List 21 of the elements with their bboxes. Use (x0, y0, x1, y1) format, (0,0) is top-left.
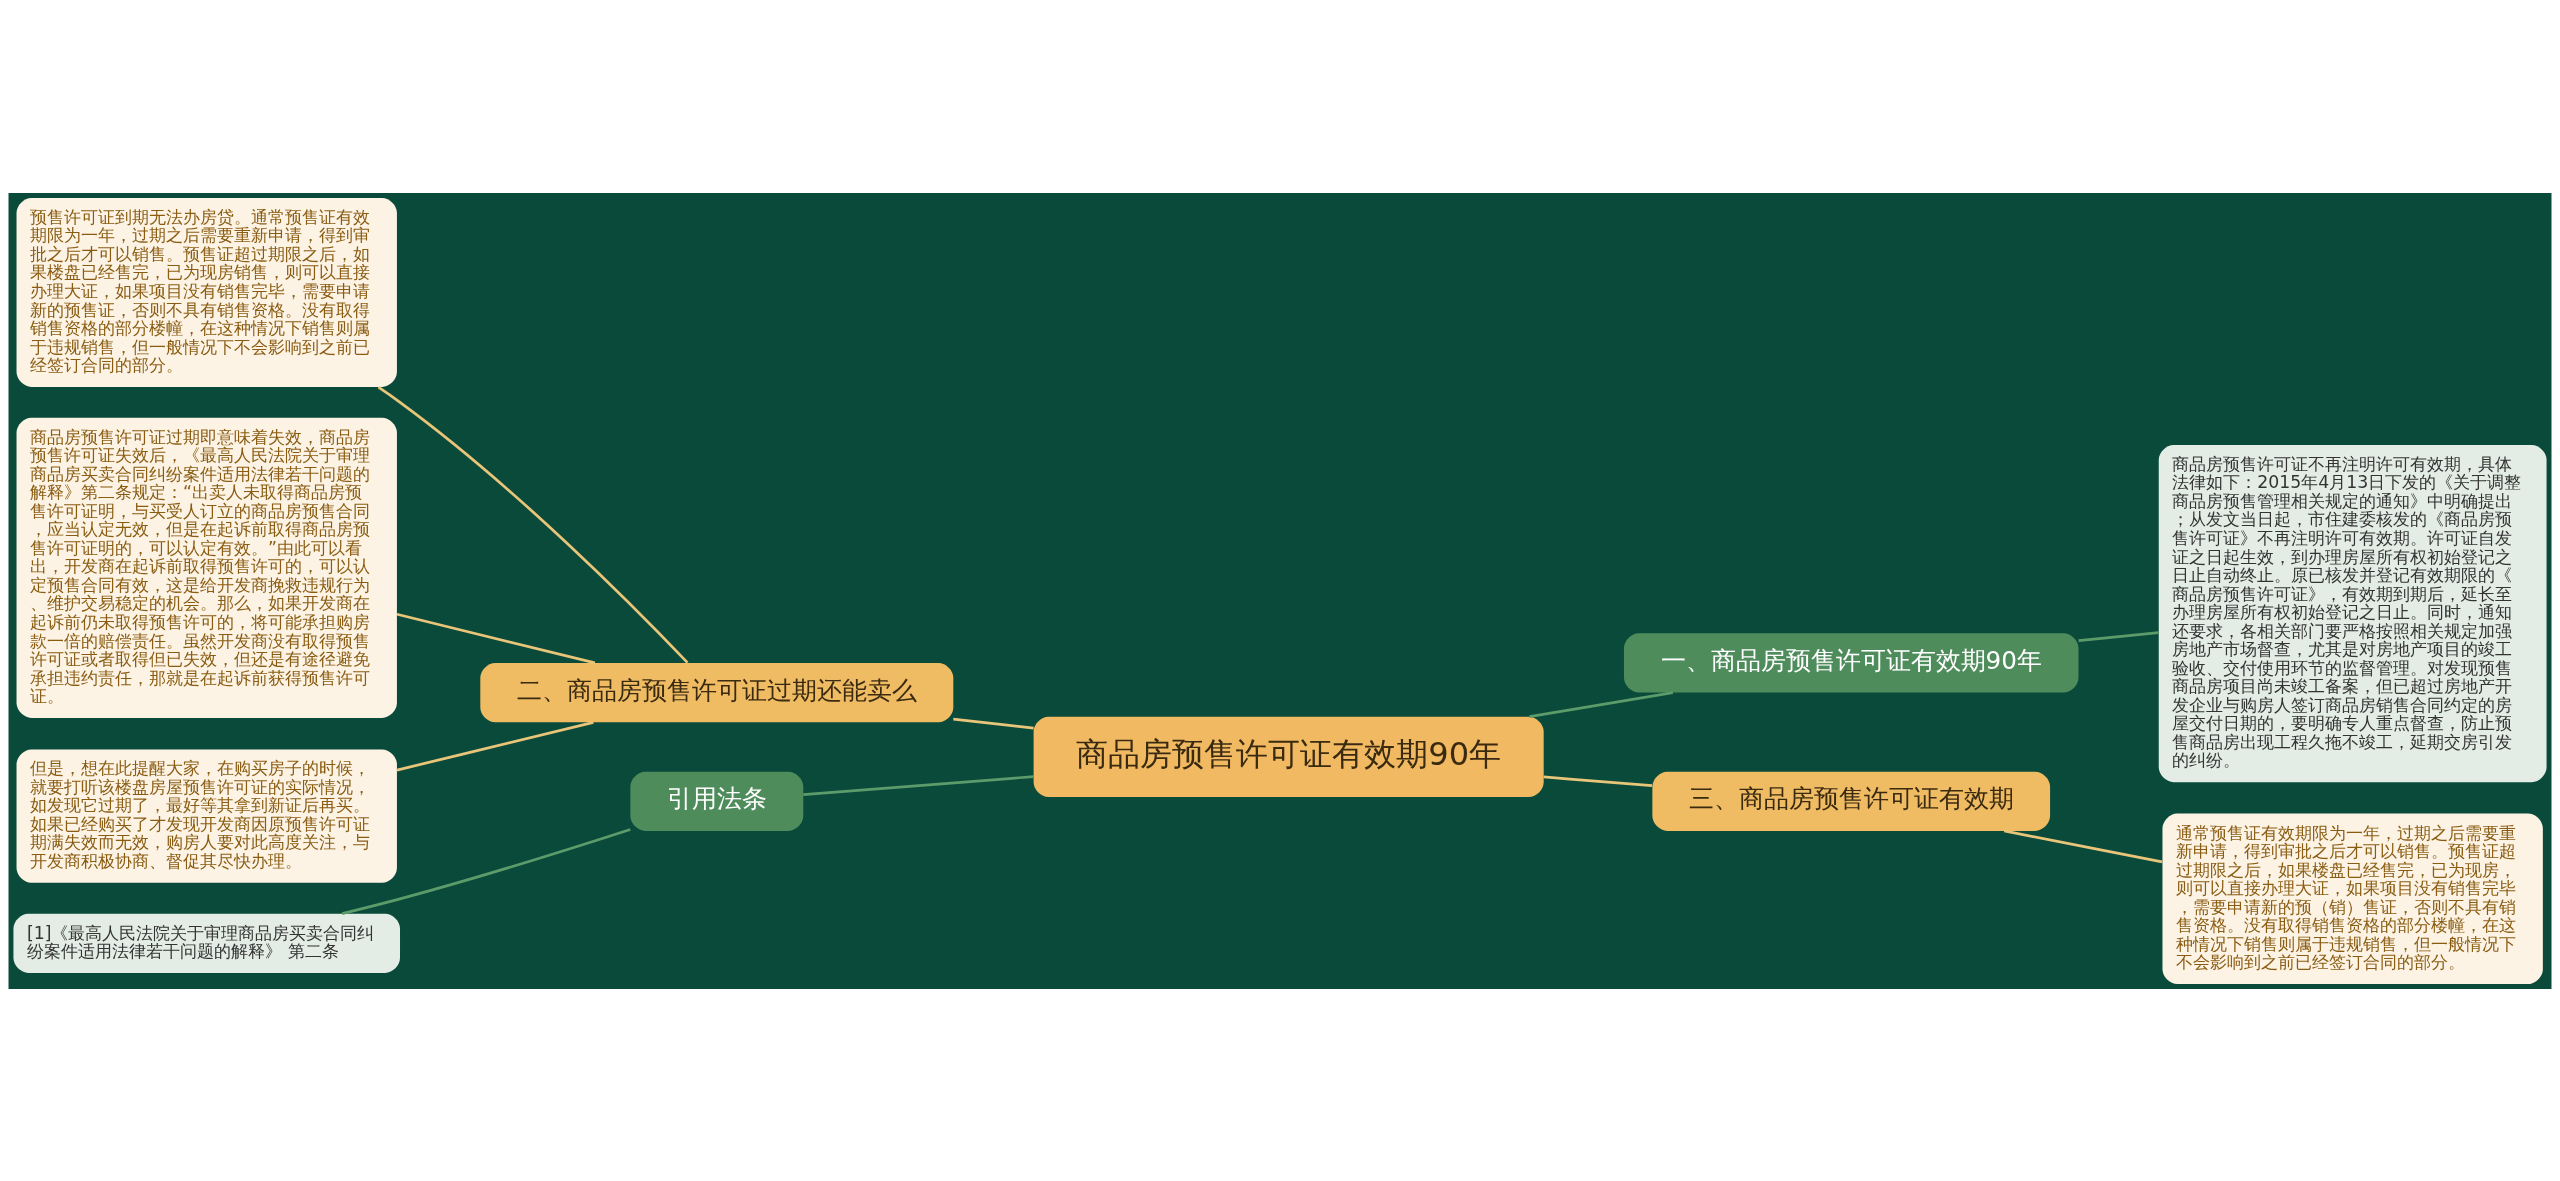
node-box: [1]《最高人民法院关于审理商品房买卖合同纠纷案件适用法律若干问题的解释》 第二条 (13, 913, 400, 973)
node-box: 但是，想在此提醒大家，在购买房子的时候，就要打听该楼盘房屋预售许可证的实际情况，如发现它过期了，最好等其拿到新证后再买。如果已经购买了才发现开发商因原预售许可证期满失效而无效，购房人要对此高度关注，与开发商积极协商、督促其尽快办理。 (16, 748, 397, 883)
node-box: 一、商品房预售许可证有效期90年 (1623, 632, 2079, 693)
connector (953, 717, 1034, 730)
connector (396, 612, 596, 664)
node-box: 引用法条 (630, 771, 804, 831)
connector (377, 385, 689, 664)
connector (803, 774, 1034, 796)
connector (2003, 829, 2163, 863)
connector (1529, 690, 1674, 718)
connector (396, 720, 594, 771)
connector (1543, 775, 1653, 787)
node-box: 通常预售证有效期限为一年，过期之后需要重新申请，得到审批之后才可以销售。预售证超过期限之后，如果楼盘已经售完，已为现房，则可以直接办理大证，如果项目没有销售完毕，需要申请新的预（销）售证，否则不具有销售资格。没有取得销售资格的部分楼幢，在这种情况下销售则属于违规销售，但一般情况下不会影响到之前已经签订合同的部分。 (2162, 813, 2543, 984)
node-box: 商品房预售许可证有效期90年 (1033, 716, 1544, 797)
node-box: 商品房预售许可证过期即意味着失效，商品房预售许可证失效后，《最高人民法院关于审理商品房买卖合同纠纷案件适用法律若干问题的解释》第二条规定：“出卖人未取得商品房预售许可证明，与买受人订立的商品房预售合同，应当认定无效，但是在起诉前取得商品房预售许可证明的，可以认定有效。”由此可以看出，开发商在起诉前取得预售许可的，可以认定预售合同有效，这是给开发商挽救违规行为、维护交易稳定的机会。那么，如果开发商在起诉前仍未取得预售许可的，将可能承担购房款一倍的赔偿责任。虽然开发商没有取得预售许可证或者取得但已失效，但还是有途径避免承担违约责任，那就是在起诉前获得预售许可证。 (16, 417, 397, 718)
node-box: 二、商品房预售许可证过期还能卖么 (480, 662, 954, 722)
node-box: 三、商品房预售许可证有效期 (1652, 771, 2051, 831)
connector (2078, 630, 2159, 642)
connector (341, 827, 631, 915)
node-box: 商品房预售许可证不再注明许可有效期，具体法律如下：2015年4月13日下发的《关于调整商品房预售管理相关规定的通知》中明确提出；从发文当日起，市住建委核发的《商品房预售许可证》不再注明许可有效期。许可证自发证之日起生效，到办理房屋所有权初始登记之日止自动终止。原已核发并登记有效期限的《商品房预售许可证》，有效期到期后，延长至办理房屋所有权初始登记之日止。同时，通知还要求，各相关部门要严格按照相关规定加强房地产市场督查，尤其是对房地产项目的竣工验收、交付使用环节的监督管理。对发现预售商品房项目尚未竣工备案，但已超过房地产开发企业与购房人签订商品房销售合同约定的房屋交付日期的，要明确专人重点督查，防止预售商品房出现工程久拖不竣工，延期交房引发的纠纷。 (2158, 444, 2547, 782)
node-box: 预售许可证到期无法办房贷。通常预售证有效期限为一年，过期之后需要重新申请，得到审批之后才可以销售。预售证超过期限之后，如果楼盘已经售完，已为现房销售，则可以直接办理大证，如果项目没有销售完毕，需要申请新的预售证，否则不具有销售资格。没有取得销售资格的部分楼幢，在这种情况下销售则属于违规销售，但一般情况下不会影响到之前已经签订合同的部分。 (16, 197, 397, 387)
